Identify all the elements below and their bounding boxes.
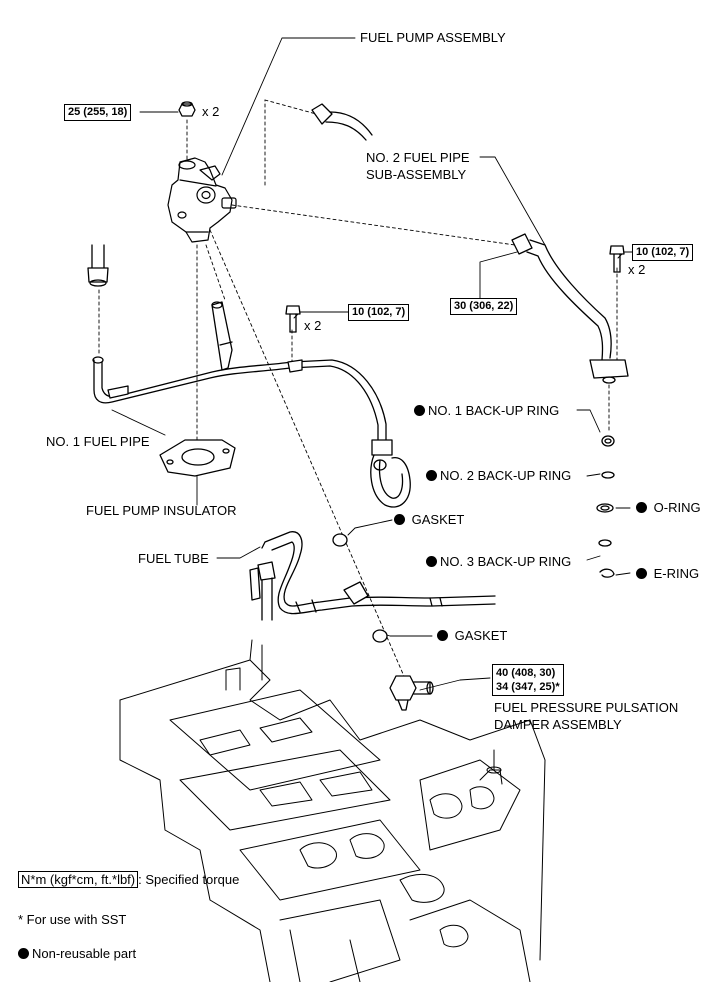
label-gasket-upper: GASKET — [394, 512, 464, 528]
label-gasket-lower: GASKET — [437, 628, 507, 644]
non-reusable-dot-icon — [437, 630, 448, 641]
non-reusable-dot-icon — [394, 514, 405, 525]
pulsation-damper-shape — [389, 675, 434, 711]
rings-shapes — [332, 435, 615, 643]
torque-union-nut: 30 (306, 22) — [450, 298, 518, 315]
torque-damper-line1: 40 (408, 30) — [496, 667, 556, 679]
top-hose-shape — [311, 103, 373, 141]
label-e-ring: E-RING — [636, 566, 699, 582]
legend-torque-unit: N*m (kgf*cm, ft.*lbf) — [18, 871, 139, 888]
pipe-bolt-right-qty: x 2 — [628, 262, 646, 277]
label-no2-fuel-pipe-line2: SUB-ASSEMBLY — [366, 167, 467, 182]
no2-fuel-pipe-shape — [511, 233, 629, 384]
middle-bolt-shape — [285, 305, 301, 333]
label-no3-backup-ring: NO. 3 BACK-UP RING — [426, 554, 571, 570]
legend-non-reusable: Non-reusable part — [18, 946, 136, 962]
label-no2-fuel-pipe-line1: NO. 2 FUEL PIPE — [366, 150, 470, 165]
pipe-bolt-mid-qty: x 2 — [304, 318, 322, 333]
right-bolt-shape — [609, 245, 625, 273]
label-no1-fuel-pipe: NO. 1 FUEL PIPE — [46, 434, 150, 449]
alignment-lines — [98, 99, 618, 691]
torque-pipe-bolt-mid: 10 (102, 7) — [348, 304, 410, 321]
fuel-pump-insulator-shape — [159, 439, 236, 477]
non-reusable-dot-icon — [426, 556, 437, 567]
label-no1-backup-ring: NO. 1 BACK-UP RING — [414, 403, 559, 419]
label-damper-line1: FUEL PRESSURE PULSATION — [494, 700, 679, 715]
pump-nut-qty: x 2 — [202, 104, 220, 119]
pump-nut-shape — [178, 101, 196, 117]
torque-damper-line2: 34 (347, 25)* — [496, 681, 560, 693]
legend-torque-desc: : Specified torque — [138, 872, 240, 887]
label-fuel-pump-insulator: FUEL PUMP INSULATOR — [86, 503, 237, 518]
leader-lines — [111, 37, 633, 691]
label-o-ring: O-RING — [636, 500, 701, 516]
non-reusable-dot-icon — [636, 502, 647, 513]
torque-pump-nut: 25 (255, 18) — [64, 104, 132, 121]
non-reusable-dot-icon — [426, 470, 437, 481]
fuel-pump-assembly-shape — [167, 157, 237, 243]
label-fuel-tube: FUEL TUBE — [138, 551, 209, 566]
non-reusable-dot-icon — [414, 405, 425, 416]
non-reusable-dot-icon — [636, 568, 647, 579]
label-damper-line2: DAMPER ASSEMBLY — [494, 717, 622, 732]
legend-torque: N*m (kgf*cm, ft.*lbf): Specified torque — [18, 871, 240, 888]
non-reusable-dot-icon — [18, 948, 29, 959]
engine-block-shape — [119, 639, 546, 982]
torque-damper: 40 (408, 30) 34 (347, 25)* — [492, 664, 564, 696]
torque-pipe-bolt-right: 10 (102, 7) — [632, 244, 694, 261]
label-no2-backup-ring: NO. 2 BACK-UP RING — [426, 468, 571, 484]
fuel-tube-shape — [249, 531, 496, 621]
no1-fuel-pipe-shape — [87, 244, 411, 508]
legend-sst-note: * For use with SST — [18, 912, 127, 927]
pump-to-pipe-link-shape — [211, 301, 233, 371]
label-fuel-pump-assembly: FUEL PUMP ASSEMBLY — [360, 30, 506, 45]
